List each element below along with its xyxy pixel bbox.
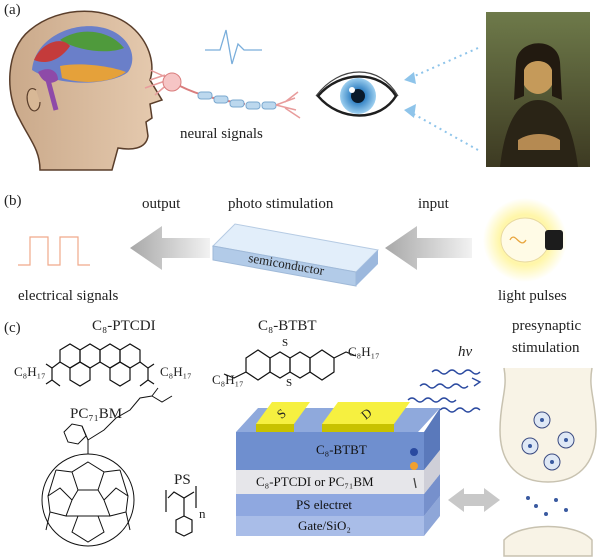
layer-mid-label: C₈-PTCDI or PC₇₁BM [256,474,374,489]
layer-gate-label: Gate/SiO₂ [298,518,351,533]
layer-btbt-label: C₈-BTBT [316,442,367,457]
signal-spike-icon [205,29,262,65]
pcbm-name: PC₇₁BM [70,406,123,422]
synapse-icon [499,367,597,557]
ptcdi-side-chain-left: C₈H₁₇ [14,364,46,379]
stimulation-label: stimulation [512,340,580,356]
btbt-molecule-icon: S S [223,337,357,389]
output-arrow-icon [130,226,210,270]
light-pulses-label: light pulses [498,288,567,304]
device-stack [236,402,440,536]
eye-icon [315,71,399,117]
input-arrow-icon [385,226,472,270]
ps-repeat-subscript: n [199,506,206,521]
light-ray-arrows [409,47,479,151]
btbt-name: C₈-BTBT [258,318,317,334]
btbt-side-chain-left: C₈H₁₇ [212,372,244,387]
ptcdi-name: C₈-PTCDI [92,318,156,334]
semiconductor-slab [211,223,380,287]
ptcdi-molecule-icon [45,343,155,387]
presynaptic-label: presynaptic [512,318,582,334]
panel-a-label: (a) [4,2,21,18]
btbt-side-chain-right: C₈H₁₇ [348,344,380,359]
ptcdi-side-chain-right: C₈H₁₇ [160,364,192,379]
neuron-illustration [144,69,301,119]
light-bulb-icon [483,198,567,282]
hv-label: hν [458,344,473,360]
photon-wave-icon [407,369,482,413]
head-illustration [9,10,164,171]
pcbm-molecule-icon [41,387,173,547]
double-arrow-icon [448,488,500,512]
panel-b-label: (b) [4,193,22,209]
layer-ps-label: PS electret [296,497,352,512]
photo-stimulation-label: photo stimulation [228,196,334,212]
svg-text:S: S [286,377,292,389]
electrical-signal-waveform [18,236,90,266]
svg-text:S: S [282,337,288,349]
ps-molecule-icon [165,486,197,537]
electrical-signals-label: electrical signals [18,288,119,304]
neural-signals-label: neural signals [180,126,263,142]
mona-lisa-painting [486,12,590,167]
panel-c-label: (c) [4,320,21,336]
ps-name: PS [174,472,191,488]
input-label: input [418,196,449,212]
output-label: output [142,196,181,212]
